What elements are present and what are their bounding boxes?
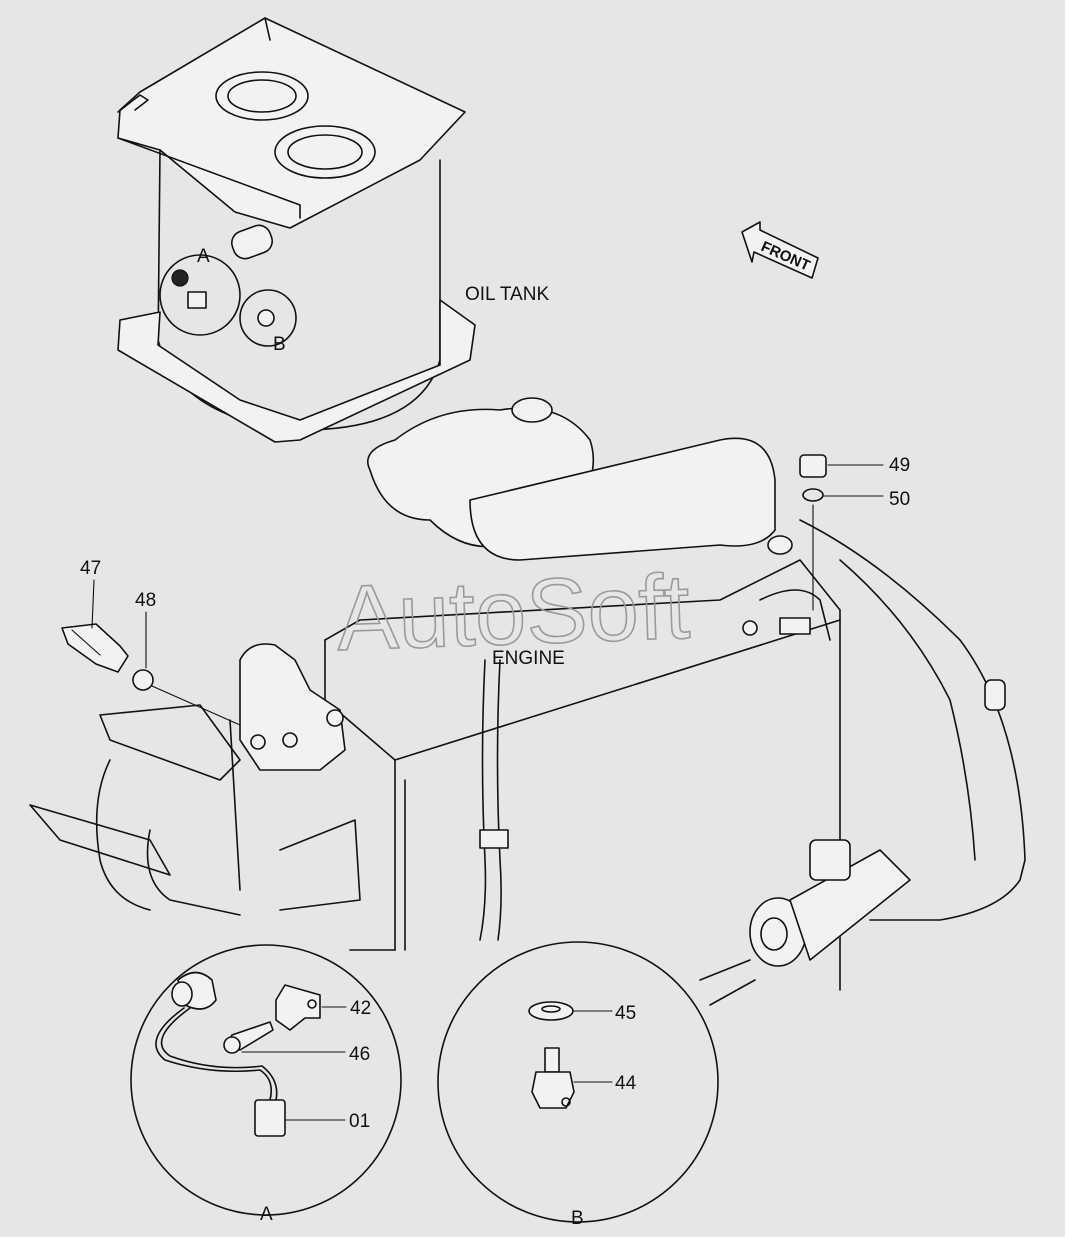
part-01-label: 01 bbox=[349, 1111, 370, 1132]
engine-label: ENGINE bbox=[492, 648, 565, 669]
part-48-washer: 48 bbox=[132, 590, 241, 726]
part-48-label: 48 bbox=[135, 590, 156, 611]
detail-b-label: B bbox=[571, 1208, 584, 1229]
tank-callout-b: B bbox=[239, 289, 297, 355]
detail-b: 45 44 B bbox=[437, 941, 719, 1229]
oil-tank bbox=[117, 17, 476, 443]
part-49-label: 49 bbox=[889, 455, 910, 476]
part-50-label: 50 bbox=[889, 489, 910, 510]
watermark: AutoSoft bbox=[335, 556, 691, 670]
detail-a-label: A bbox=[260, 1204, 273, 1225]
part-47-label: 47 bbox=[80, 558, 101, 579]
tank-callout-a-label: A bbox=[197, 246, 210, 267]
part-47-sender: 47 bbox=[61, 558, 129, 673]
part-44-label: 44 bbox=[615, 1073, 637, 1094]
part-45-label: 45 bbox=[615, 1003, 636, 1024]
part-50-washer: 50 bbox=[802, 488, 910, 611]
part-49-nut: 49 bbox=[799, 454, 910, 478]
part-46-label: 46 bbox=[349, 1044, 370, 1065]
oil-tank-label: OIL TANK bbox=[465, 284, 549, 305]
tank-callout-b-label: B bbox=[273, 334, 286, 355]
front-arrow-icon: FRONT bbox=[741, 221, 819, 279]
detail-a: 01 42 46 A bbox=[130, 944, 402, 1225]
part-42-label: 42 bbox=[350, 998, 371, 1019]
engine bbox=[29, 397, 1026, 1006]
tank-callout-a: A bbox=[159, 246, 241, 336]
